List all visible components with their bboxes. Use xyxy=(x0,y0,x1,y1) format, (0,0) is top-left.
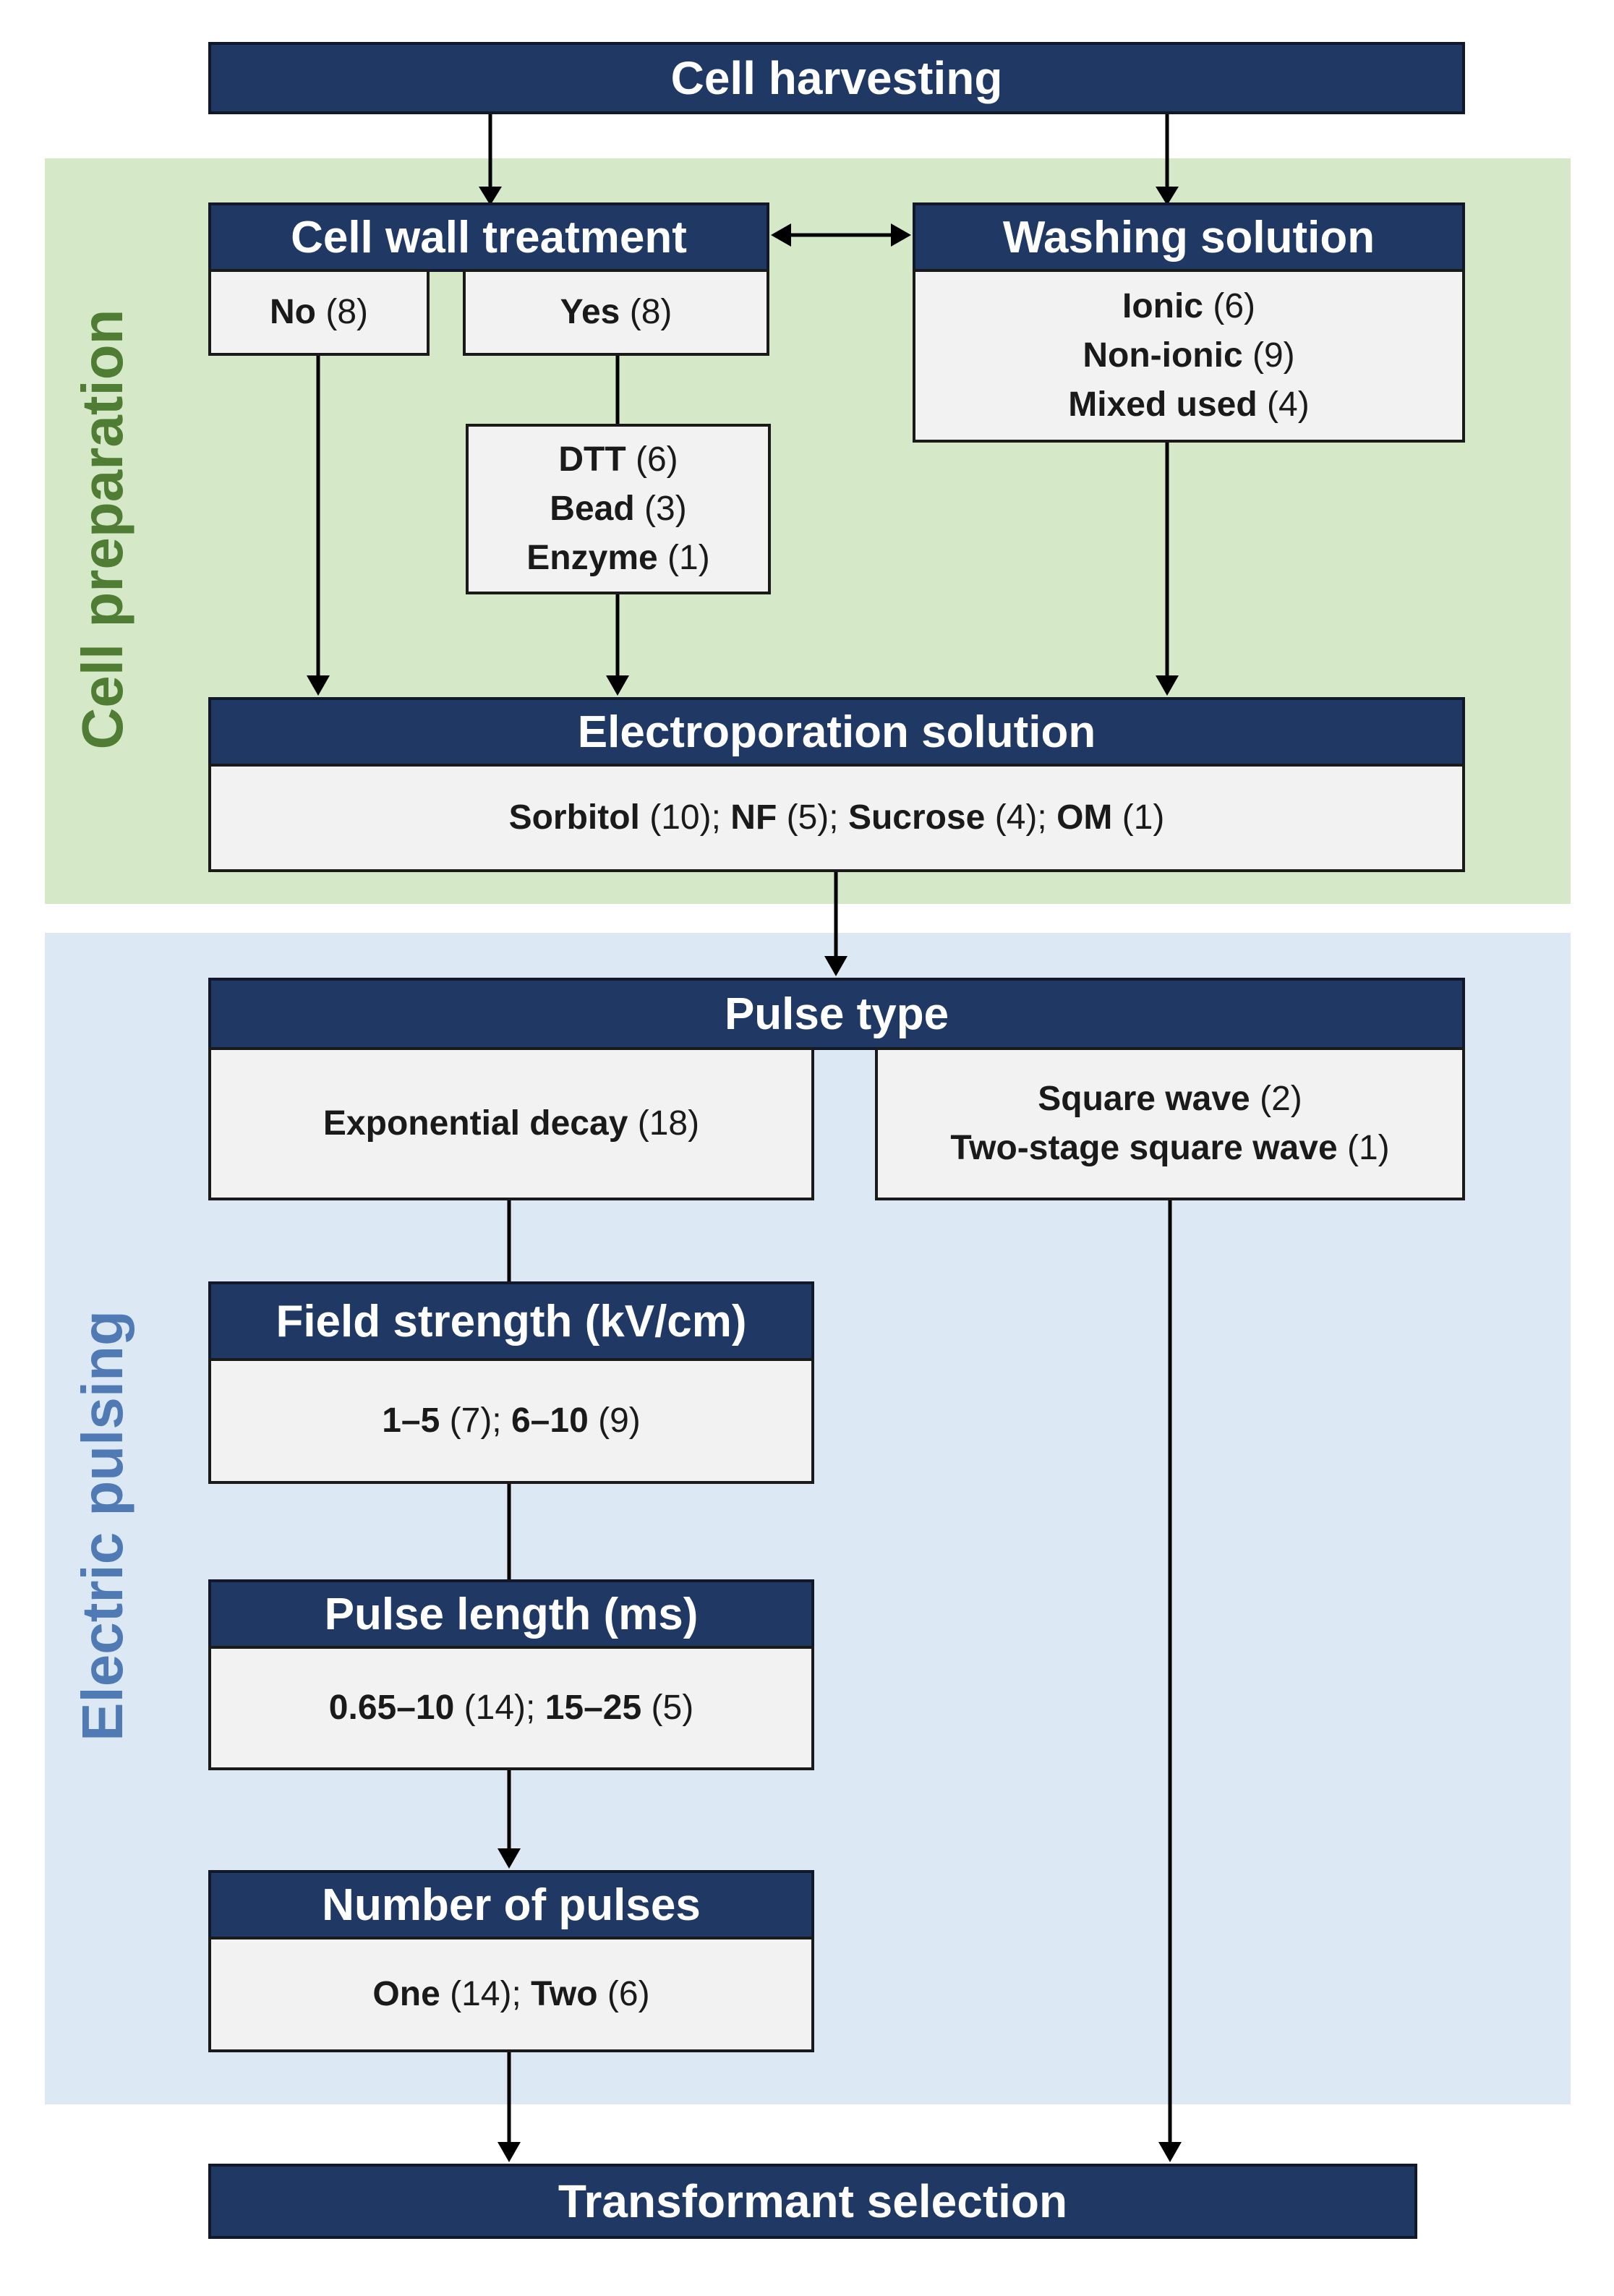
electroporation-label: OM xyxy=(1056,798,1113,837)
cell-wall-methods-box: DTT (6) Bead (3) Enzyme (1) xyxy=(466,424,771,594)
cell-wall-no-line: No (8) xyxy=(270,288,368,337)
field-strength-title: Field strength (kV/cm) xyxy=(276,1296,747,1347)
pulse-length-label: 0.65–10 xyxy=(328,1689,455,1727)
transformant-selection-title: Transformant selection xyxy=(558,2175,1068,2227)
method-item: Enzyme (1) xyxy=(526,534,709,583)
arrowhead xyxy=(1156,187,1179,205)
washing-solution-header: Washing solution xyxy=(913,202,1465,272)
arrowhead xyxy=(1156,675,1179,696)
method-item: Bead (3) xyxy=(550,485,686,534)
exponential-decay-box: Exponential decay (18) xyxy=(208,1047,814,1200)
arrowhead xyxy=(771,223,791,247)
number-of-pulses-title: Number of pulses xyxy=(322,1879,701,1930)
field-strength-header: Field strength (kV/cm) xyxy=(208,1281,814,1361)
electroporation-count: (1) xyxy=(1122,798,1165,837)
method-label: Bead xyxy=(550,490,635,528)
washing-label: Ionic xyxy=(1122,287,1203,325)
cell-wall-yes-label: Yes xyxy=(560,293,620,331)
method-count: (3) xyxy=(644,490,687,528)
washing-label: Mixed used xyxy=(1068,385,1258,424)
washing-count: (9) xyxy=(1252,336,1295,375)
field-strength-count: (7); xyxy=(449,1401,502,1440)
field-strength-label: 1–5 xyxy=(382,1401,440,1440)
arrowhead xyxy=(824,956,847,976)
cell-wall-no-label: No xyxy=(270,293,316,331)
cell-wall-yes-line: Yes (8) xyxy=(560,288,672,337)
washing-count: (6) xyxy=(1213,287,1256,325)
exponential-decay-count: (18) xyxy=(637,1104,700,1143)
arrowhead xyxy=(1158,2142,1182,2162)
electroporation-solution-title: Electroporation solution xyxy=(577,707,1096,757)
field-strength-line: 1–5 (7); 6–10 (9) xyxy=(382,1396,641,1446)
number-of-pulses-count: (14); xyxy=(450,1975,521,2013)
washing-item: Ionic (6) xyxy=(1122,282,1255,331)
washing-item: Mixed used (4) xyxy=(1068,380,1309,430)
square-wave-count: (1) xyxy=(1346,1129,1390,1167)
pulse-type-header: Pulse type xyxy=(208,978,1465,1050)
electroporation-count: (5); xyxy=(786,798,839,837)
arrowhead xyxy=(307,675,330,696)
cell-wall-treatment-header: Cell wall treatment xyxy=(208,202,769,272)
cell-wall-treatment-title: Cell wall treatment xyxy=(291,212,687,263)
cell-wall-yes-box: Yes (8) xyxy=(463,269,769,356)
electroporation-items-line: Sorbitol (10); NF (5); Sucrose (4); OM (… xyxy=(509,793,1165,842)
method-count: (1) xyxy=(667,539,710,577)
electroporation-solution-box: Sorbitol (10); NF (5); Sucrose (4); OM (… xyxy=(208,764,1465,872)
pulse-type-title: Pulse type xyxy=(724,989,949,1039)
pulse-length-line: 0.65–10 (14); 15–25 (5) xyxy=(329,1683,693,1733)
method-label: DTT xyxy=(558,440,626,479)
number-of-pulses-label: Two xyxy=(531,1975,598,2013)
washing-item: Non-ionic (9) xyxy=(1083,331,1294,380)
cell-harvesting-box: Cell harvesting xyxy=(208,42,1465,114)
electroporation-label: Sorbitol xyxy=(508,798,640,837)
square-wave-label: Two-stage square wave xyxy=(950,1129,1338,1167)
electroporation-label: NF xyxy=(730,798,777,837)
pulse-length-box: 0.65–10 (14); 15–25 (5) xyxy=(208,1646,814,1770)
number-of-pulses-label: One xyxy=(372,1975,440,2013)
exponential-decay-label: Exponential decay xyxy=(323,1104,628,1143)
electroporation-label: Sucrose xyxy=(847,798,986,837)
square-wave-box: Square wave (2) Two-stage square wave (1… xyxy=(875,1047,1465,1200)
pulse-length-title: Pulse length (ms) xyxy=(324,1589,699,1639)
washing-count: (4) xyxy=(1267,385,1310,424)
number-of-pulses-header: Number of pulses xyxy=(208,1870,814,1939)
number-of-pulses-box: One (14); Two (6) xyxy=(208,1937,814,2052)
cell-wall-no-count: (8) xyxy=(325,293,368,331)
pulse-length-count: (5) xyxy=(651,1689,694,1727)
square-wave-item: Two-stage square wave (1) xyxy=(950,1124,1389,1173)
arrowhead xyxy=(479,187,502,205)
arrowhead xyxy=(498,1848,521,1869)
square-wave-item: Square wave (2) xyxy=(1038,1075,1302,1124)
method-label: Enzyme xyxy=(526,539,658,577)
washing-solution-box: Ionic (6) Non-ionic (9) Mixed used (4) xyxy=(913,269,1465,443)
washing-label: Non-ionic xyxy=(1083,336,1243,375)
square-wave-label: Square wave xyxy=(1038,1080,1250,1118)
arrowhead xyxy=(498,2142,521,2162)
exponential-decay-line: Exponential decay (18) xyxy=(323,1099,699,1148)
arrowhead xyxy=(891,223,911,247)
cell-wall-no-box: No (8) xyxy=(208,269,430,356)
square-wave-count: (2) xyxy=(1260,1080,1302,1118)
field-strength-count: (9) xyxy=(598,1401,641,1440)
pulse-length-label: 15–25 xyxy=(545,1689,642,1727)
electroporation-count: (4); xyxy=(994,798,1047,837)
field-strength-box: 1–5 (7); 6–10 (9) xyxy=(208,1358,814,1484)
transformant-selection-box: Transformant selection xyxy=(208,2164,1417,2239)
method-item: DTT (6) xyxy=(558,435,678,485)
washing-solution-title: Washing solution xyxy=(1002,212,1375,263)
cell-wall-yes-count: (8) xyxy=(629,293,672,331)
electroporation-solution-header: Electroporation solution xyxy=(208,697,1465,767)
electroporation-count: (10); xyxy=(649,798,721,837)
cell-harvesting-title: Cell harvesting xyxy=(670,52,1003,104)
number-of-pulses-line: One (14); Two (6) xyxy=(372,1970,649,2019)
arrowhead xyxy=(606,675,629,696)
method-count: (6) xyxy=(635,440,678,479)
field-strength-label: 6–10 xyxy=(511,1401,589,1440)
number-of-pulses-count: (6) xyxy=(607,1975,650,2013)
pulse-length-count: (14); xyxy=(464,1689,536,1727)
pulse-length-header: Pulse length (ms) xyxy=(208,1579,814,1649)
